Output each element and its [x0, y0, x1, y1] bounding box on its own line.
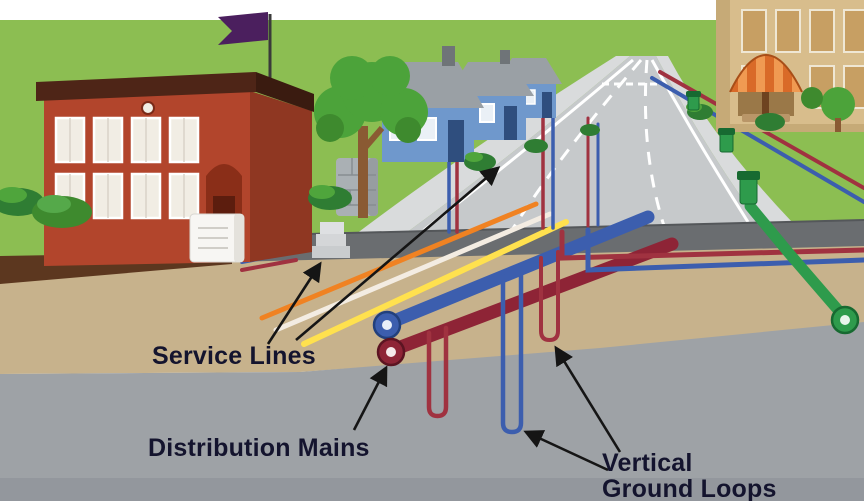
- label-vertical-ground-loops-line1: Vertical: [602, 449, 693, 477]
- label-vertical-ground-loops-line2: Ground Loops: [602, 475, 777, 501]
- annotations: Service Lines Distribution Mains Vertica…: [148, 166, 777, 501]
- school-building: [36, 12, 350, 266]
- lateral-red: [559, 229, 864, 261]
- road-surface: [406, 56, 760, 233]
- arrow-distribution-mains: [352, 365, 388, 431]
- utility-box: [189, 213, 245, 263]
- school-side-face: [250, 91, 312, 262]
- service-line-white: [273, 211, 553, 333]
- small-tree-trunk: [835, 118, 841, 132]
- distribution-main-red: [391, 237, 679, 355]
- left-sidewalk: [356, 56, 630, 234]
- lateral-blue: [585, 227, 864, 273]
- tree-trunk: [358, 126, 368, 218]
- label-service-lines: Service Lines: [152, 342, 316, 370]
- building-edge-shade: [716, 0, 730, 132]
- green-pipe: [744, 200, 851, 324]
- school-roof-side: [256, 72, 314, 112]
- label-distribution-mains: Distribution Mains: [148, 434, 370, 462]
- small-tree-2: [801, 87, 823, 109]
- building-base: [716, 124, 864, 132]
- underground: [0, 226, 864, 501]
- road-scene: [356, 56, 792, 234]
- rock-layer-deep: [0, 478, 864, 501]
- arrow-service-lines-long: [295, 166, 501, 341]
- small-tree: [821, 87, 855, 121]
- arrow-ground-loop-blue: [523, 430, 609, 472]
- green-utility-post-3: [737, 171, 760, 205]
- green-pipe-cross-section: [830, 305, 860, 335]
- vertical-ground-loop-red-2: [539, 250, 560, 343]
- service-line-yellow: [301, 219, 569, 347]
- vertical-ground-loop-red: [426, 325, 449, 419]
- conduit-band: [230, 220, 864, 262]
- service-line-orange: [259, 201, 539, 321]
- school-steps: [312, 222, 350, 258]
- green-utility-post-1: [686, 91, 701, 111]
- tree-canopy: [314, 56, 428, 143]
- street-main-blue: [650, 76, 864, 204]
- big-tree: [314, 56, 428, 218]
- school-service-stub-red: [240, 258, 298, 272]
- vertical-ground-loop-blue: [500, 265, 524, 435]
- flag: [218, 12, 268, 45]
- tree-branch: [360, 126, 385, 152]
- street-furniture: [686, 87, 855, 205]
- road-edge-line-right: [650, 59, 750, 223]
- arrow-ground-loop-red: [554, 345, 622, 453]
- green-utility-post-2: [718, 128, 735, 153]
- right-building: [716, 0, 864, 132]
- school-round-window: [141, 101, 155, 115]
- main-cross-section-blue: [372, 310, 402, 340]
- school-window-mullions: [69, 118, 185, 218]
- awning: [729, 54, 803, 93]
- lane-dash-right: [643, 59, 666, 227]
- pipes-underground: [240, 200, 864, 435]
- left-bushes: [0, 185, 352, 228]
- verge-bush-2: [755, 113, 785, 131]
- school-roof-front: [36, 72, 256, 101]
- main-cross-section-red: [376, 337, 406, 367]
- arrow-service-lines-short: [266, 261, 322, 345]
